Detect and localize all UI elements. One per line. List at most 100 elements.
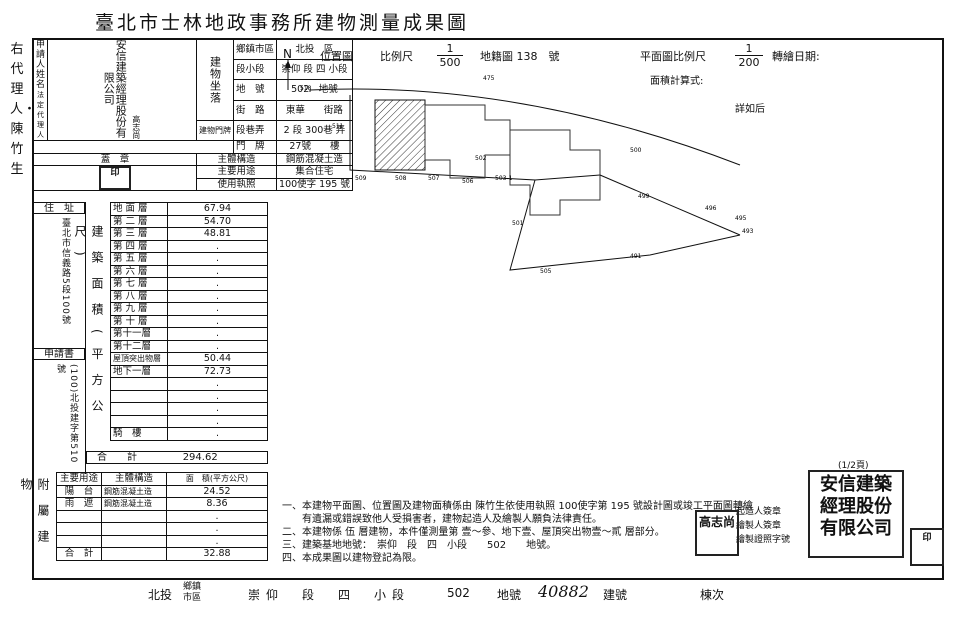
floor-area: . [167,427,268,441]
floor-row: 騎 樓. [110,427,268,441]
applicant-company: 安信建築經理股份有限公司 高志尚 [47,39,198,141]
parcel-496: 496 [705,205,717,212]
scale-num: 1 [437,42,463,56]
floor-name: 第十一層 [110,327,168,341]
parcel-506: 506 [462,178,474,185]
floor-area: 54.70 [167,214,268,228]
permit-value: 100使字 195 號 [276,177,353,191]
parcel-509: 509 [355,175,367,182]
floor-area: . [167,389,268,403]
permit-label: 使用執照 [196,177,278,191]
floor-name: 第 五 層 [110,252,168,266]
parcel-503-1: 503-1 [495,175,513,182]
location-map-label: 位置圖 [320,50,353,63]
structure-label: 主體構造 [196,152,278,166]
footer-district-unit: 鄉鎮市區 [183,582,202,603]
address-label: 住 址 [33,202,85,214]
annex-total-value: 32.88 [166,547,268,561]
rep-name: 高志尚 [131,114,141,139]
parcel-493: 493 [742,228,754,235]
floor-area: . [167,239,268,253]
street-label: 街 路 [233,99,278,121]
floor-name: 第 三 層 [110,227,168,241]
floor-name: 地 面 層 [110,202,168,216]
parcel-502: 502 [475,155,487,162]
parcel-501: 501 [512,220,524,227]
annex-struct [101,509,167,523]
floor-area: . [167,277,268,291]
rep-seal-stamp: 高志尚 [695,510,739,556]
floor-name: 第 六 層 [110,264,168,278]
annex-row: . [56,522,268,536]
company-seal-stamp: 安信建築經理股份有限公司 [808,470,904,558]
district-label: 鄉鎮市區 [233,38,278,61]
floor-area: . [167,289,268,303]
floor-area: . [167,414,268,428]
plan-scale-den: 200 [738,56,760,69]
seal-stamp-cell: 印 [32,165,198,191]
floor-area: . [167,264,268,278]
application-label: 申請書 [33,348,85,360]
annex-total-label: 合 計 [56,547,102,561]
floor-row: 第 九 層. [110,302,268,316]
total-value: 294.62 [182,452,218,463]
drafter-seal-stamp: 印 [910,528,944,566]
floor-area: 50.44 [167,352,268,366]
floor-name [110,377,168,391]
use-label: 主要用途 [196,165,278,179]
footer-ridge: 棟次 [700,588,725,602]
plan-scale-num: 1 [735,42,763,56]
annex-col-use: 主要用途 [56,472,102,486]
floor-row: . [110,389,268,403]
floor-area: 67.94 [167,202,268,216]
annex-total-blank [101,547,167,561]
floor-row: 第 七 層. [110,277,268,291]
annex-area: . [166,522,268,536]
floor-area: 72.73 [167,364,268,378]
address-value: 臺北市信義路5段100號 [60,218,70,325]
floor-name: 地下一層 [110,364,168,378]
door-header: 建物門牌 [196,119,235,142]
parcel-475: 475 [483,75,495,82]
annex-col-struct: 主體構造 [101,472,167,486]
note-1b: 有遺漏或錯誤致他人受損害者，建物起造人及繪製人願負法律責任。 [302,514,602,525]
floor-row: . [110,402,268,416]
footer-building-no: 40882 [538,582,589,601]
annex-col-area: 面 積(平方公尺) [166,472,268,486]
parcel-507: 507 [428,175,440,182]
footer-district: 北投 [148,588,173,602]
floor-area: . [167,377,268,391]
cadastral-map: 518 475 511 502 500 509 508 507 506 503-… [285,60,754,275]
lane-value: 2 段 300巷 弄 [276,119,353,142]
area-calc-label: 面積計算式: [650,76,704,87]
building-footprint [374,99,426,171]
draw-date-label: 轉繪日期: [772,50,820,63]
area-calc-value: 詳如后 [735,104,765,115]
annex-area: 24.52 [166,484,268,498]
floor-area: . [167,314,268,328]
note-3: 三、建築基地地號： 崇仰 段 四 小段 502 地號。 [282,540,557,551]
floor-area: . [167,252,268,266]
area-header: 建築面積(平方公尺) [73,225,104,426]
floor-name: 屋頂突出物層 [110,352,168,366]
annex-use [56,509,102,523]
divider [85,202,86,474]
floor-row: 第十二層. [110,339,268,353]
sign-labels: 起造人簽章 繪製人簽章 繪製證照字號 [736,505,790,547]
parcel-outline [349,95,741,271]
parcel-518: 518 [300,85,312,92]
total-label: 合 計 [97,452,137,463]
document-frame [32,38,944,580]
seal-label: 蓋 章 [32,152,198,166]
floor-row: . [110,414,268,428]
sign-label-drafter: 繪製人簽章 [736,521,782,531]
parcel-495: 495 [735,215,747,222]
floor-area: . [167,327,268,341]
